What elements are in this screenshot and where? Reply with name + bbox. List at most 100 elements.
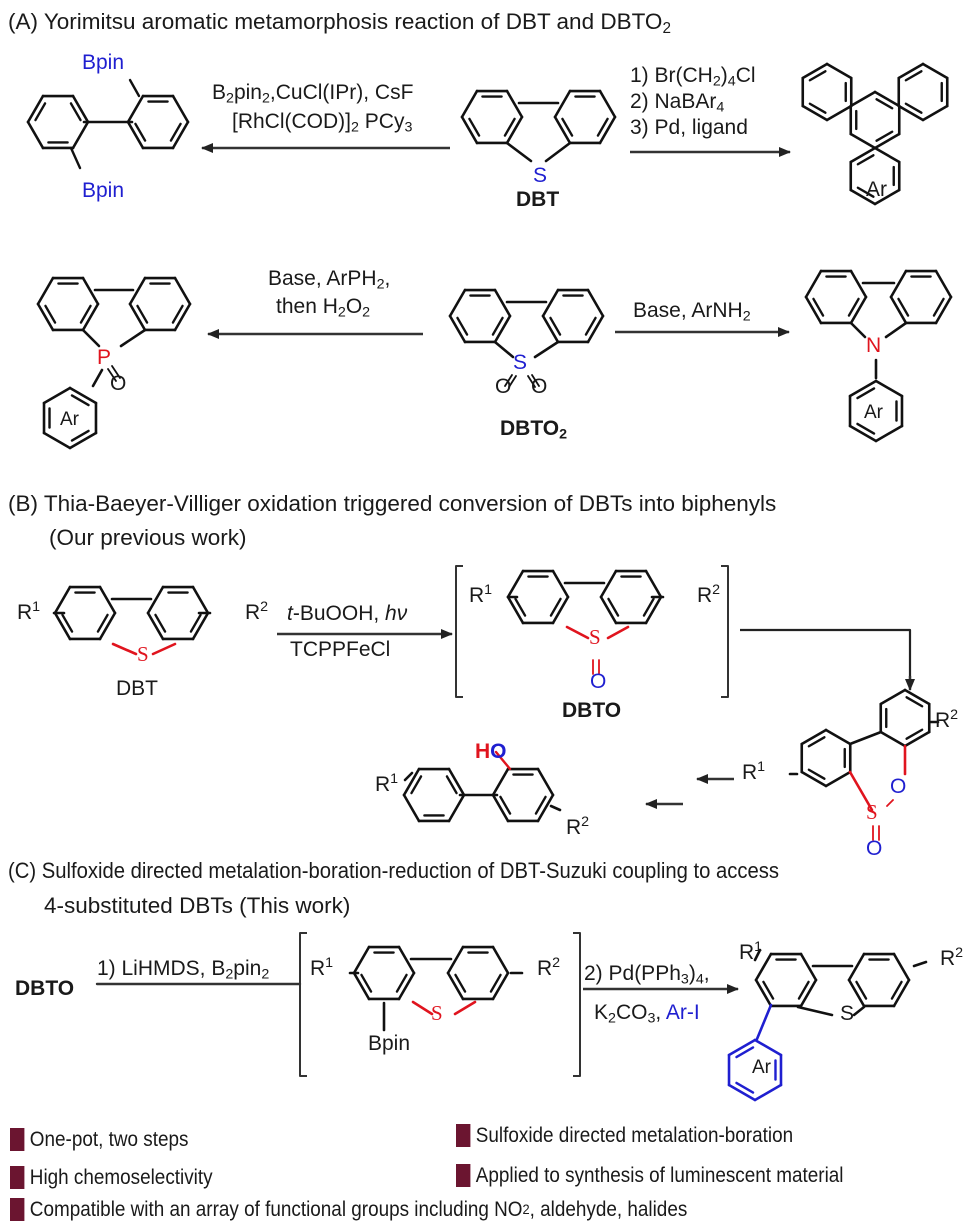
ring-bond — [98, 585, 117, 615]
carbazole-nitrogen-atom: N — [866, 334, 882, 357]
double-bond — [735, 1046, 755, 1059]
ring-bond — [448, 288, 467, 318]
ring-bond — [873, 132, 901, 150]
double-bond — [154, 613, 167, 633]
ring-bond — [68, 386, 98, 405]
step1-conditions: 1) LiHMDS, B2pin2 — [97, 957, 270, 983]
double-bond — [905, 728, 924, 740]
ring-bond — [804, 295, 823, 325]
ring-bond — [126, 94, 145, 124]
bond — [453, 1000, 477, 1016]
section-c-heading-line2: 4-substituted DBTs (This work) — [44, 893, 351, 918]
ring-bond — [446, 945, 465, 975]
bond — [91, 368, 104, 388]
dbto-oxygen-atom: O — [590, 670, 607, 693]
ring-bond — [491, 767, 510, 797]
bond — [849, 321, 867, 339]
ring-bond — [26, 120, 45, 150]
dbto-ring-left — [506, 569, 570, 625]
bond — [81, 328, 101, 348]
ring-bond — [800, 770, 828, 788]
double-bond — [456, 316, 469, 336]
reagents-a2-left-line1: Base, ArPH2, — [268, 267, 391, 293]
ring-bond — [53, 585, 72, 615]
bullet-square-icon — [456, 1124, 471, 1147]
double-bond — [491, 316, 504, 336]
bond — [493, 340, 515, 359]
bullet-square-icon — [10, 1166, 25, 1189]
ring-bond — [824, 770, 852, 788]
ring-bond — [81, 302, 100, 332]
bond — [111, 642, 138, 656]
double-bond — [607, 597, 620, 617]
phosphorus-atom: P — [97, 346, 112, 369]
step2-conditions-line1: 2) Pd(PPh3)4, — [584, 962, 710, 988]
bpin-bond — [69, 146, 82, 170]
ring-bond — [849, 132, 877, 150]
ring-bond — [879, 730, 907, 748]
dbto2-ring-right — [541, 288, 605, 344]
ring-bond — [848, 379, 878, 398]
double-bond — [534, 795, 547, 815]
dbto2-ring-left — [448, 288, 512, 344]
product-r1-substituent: R1 — [739, 939, 763, 964]
double-bond — [136, 304, 149, 324]
double-bond — [762, 980, 775, 1000]
dbt-b-ring-left — [53, 585, 117, 641]
double-bond — [812, 297, 825, 317]
bond — [886, 799, 894, 807]
bond — [494, 750, 512, 771]
double-bond — [360, 973, 373, 993]
bond — [606, 625, 630, 640]
reagents-a1-left-line1: B2pin2,CuCl(IPr), CsF — [212, 81, 414, 107]
bracket-left — [299, 932, 307, 1077]
bond — [111, 365, 121, 379]
section-b-heading-line2: (Our previous work) — [49, 525, 247, 550]
double-bond — [642, 597, 655, 617]
highlight-item: Applied to synthesis of luminescent mate… — [456, 1164, 843, 1187]
double-bond — [847, 297, 860, 317]
sultine-r1-substituent: R1 — [742, 759, 766, 784]
double-bond — [410, 775, 423, 795]
product-r2-substituent: R2 — [940, 945, 964, 970]
ring-bond — [402, 793, 421, 823]
bond — [403, 771, 414, 782]
dbto-label: DBTO — [562, 699, 622, 722]
phosphole-ar-ring — [42, 386, 98, 450]
ring-bond — [825, 62, 853, 80]
bond — [753, 948, 762, 962]
dbt-ring-right — [553, 89, 617, 145]
phosphine-oxide-oxygen: O — [110, 372, 127, 395]
bond — [565, 625, 590, 640]
double-bond — [70, 429, 90, 442]
double-bond — [69, 102, 82, 122]
ring-bond — [849, 295, 868, 325]
double-bond — [34, 102, 47, 122]
double-bond — [735, 1081, 755, 1094]
ring-bond — [493, 314, 512, 344]
ring-bond — [42, 386, 72, 405]
ring-bond — [128, 302, 147, 332]
dbt-b-ring-right — [146, 585, 210, 641]
ring-bond — [171, 120, 190, 150]
sultine-sulfur-atom: S — [866, 800, 878, 824]
bond — [119, 328, 147, 348]
ring-bond — [754, 978, 773, 1008]
double-bond — [514, 597, 527, 617]
ring-bond — [599, 595, 618, 625]
bond — [107, 368, 117, 382]
oxidation-conditions-line1: t-BuOOH, hν — [287, 602, 408, 625]
arrow-layer — [201, 143, 915, 994]
ring-bond — [873, 146, 901, 164]
ring-bond — [849, 269, 868, 299]
sultine-exo-oxygen: O — [866, 837, 883, 860]
carbazole-ar-label: Ar — [864, 402, 883, 423]
double-bond — [189, 613, 202, 633]
ring-bond — [598, 89, 617, 119]
dbto-start-label: DBTO — [15, 977, 75, 1000]
biphenyl-ring-right — [126, 94, 190, 150]
ring-bond — [460, 115, 479, 145]
arrow-dbto-to-sultine — [740, 628, 912, 686]
bond — [755, 1003, 773, 1041]
ring-bond — [804, 269, 823, 299]
